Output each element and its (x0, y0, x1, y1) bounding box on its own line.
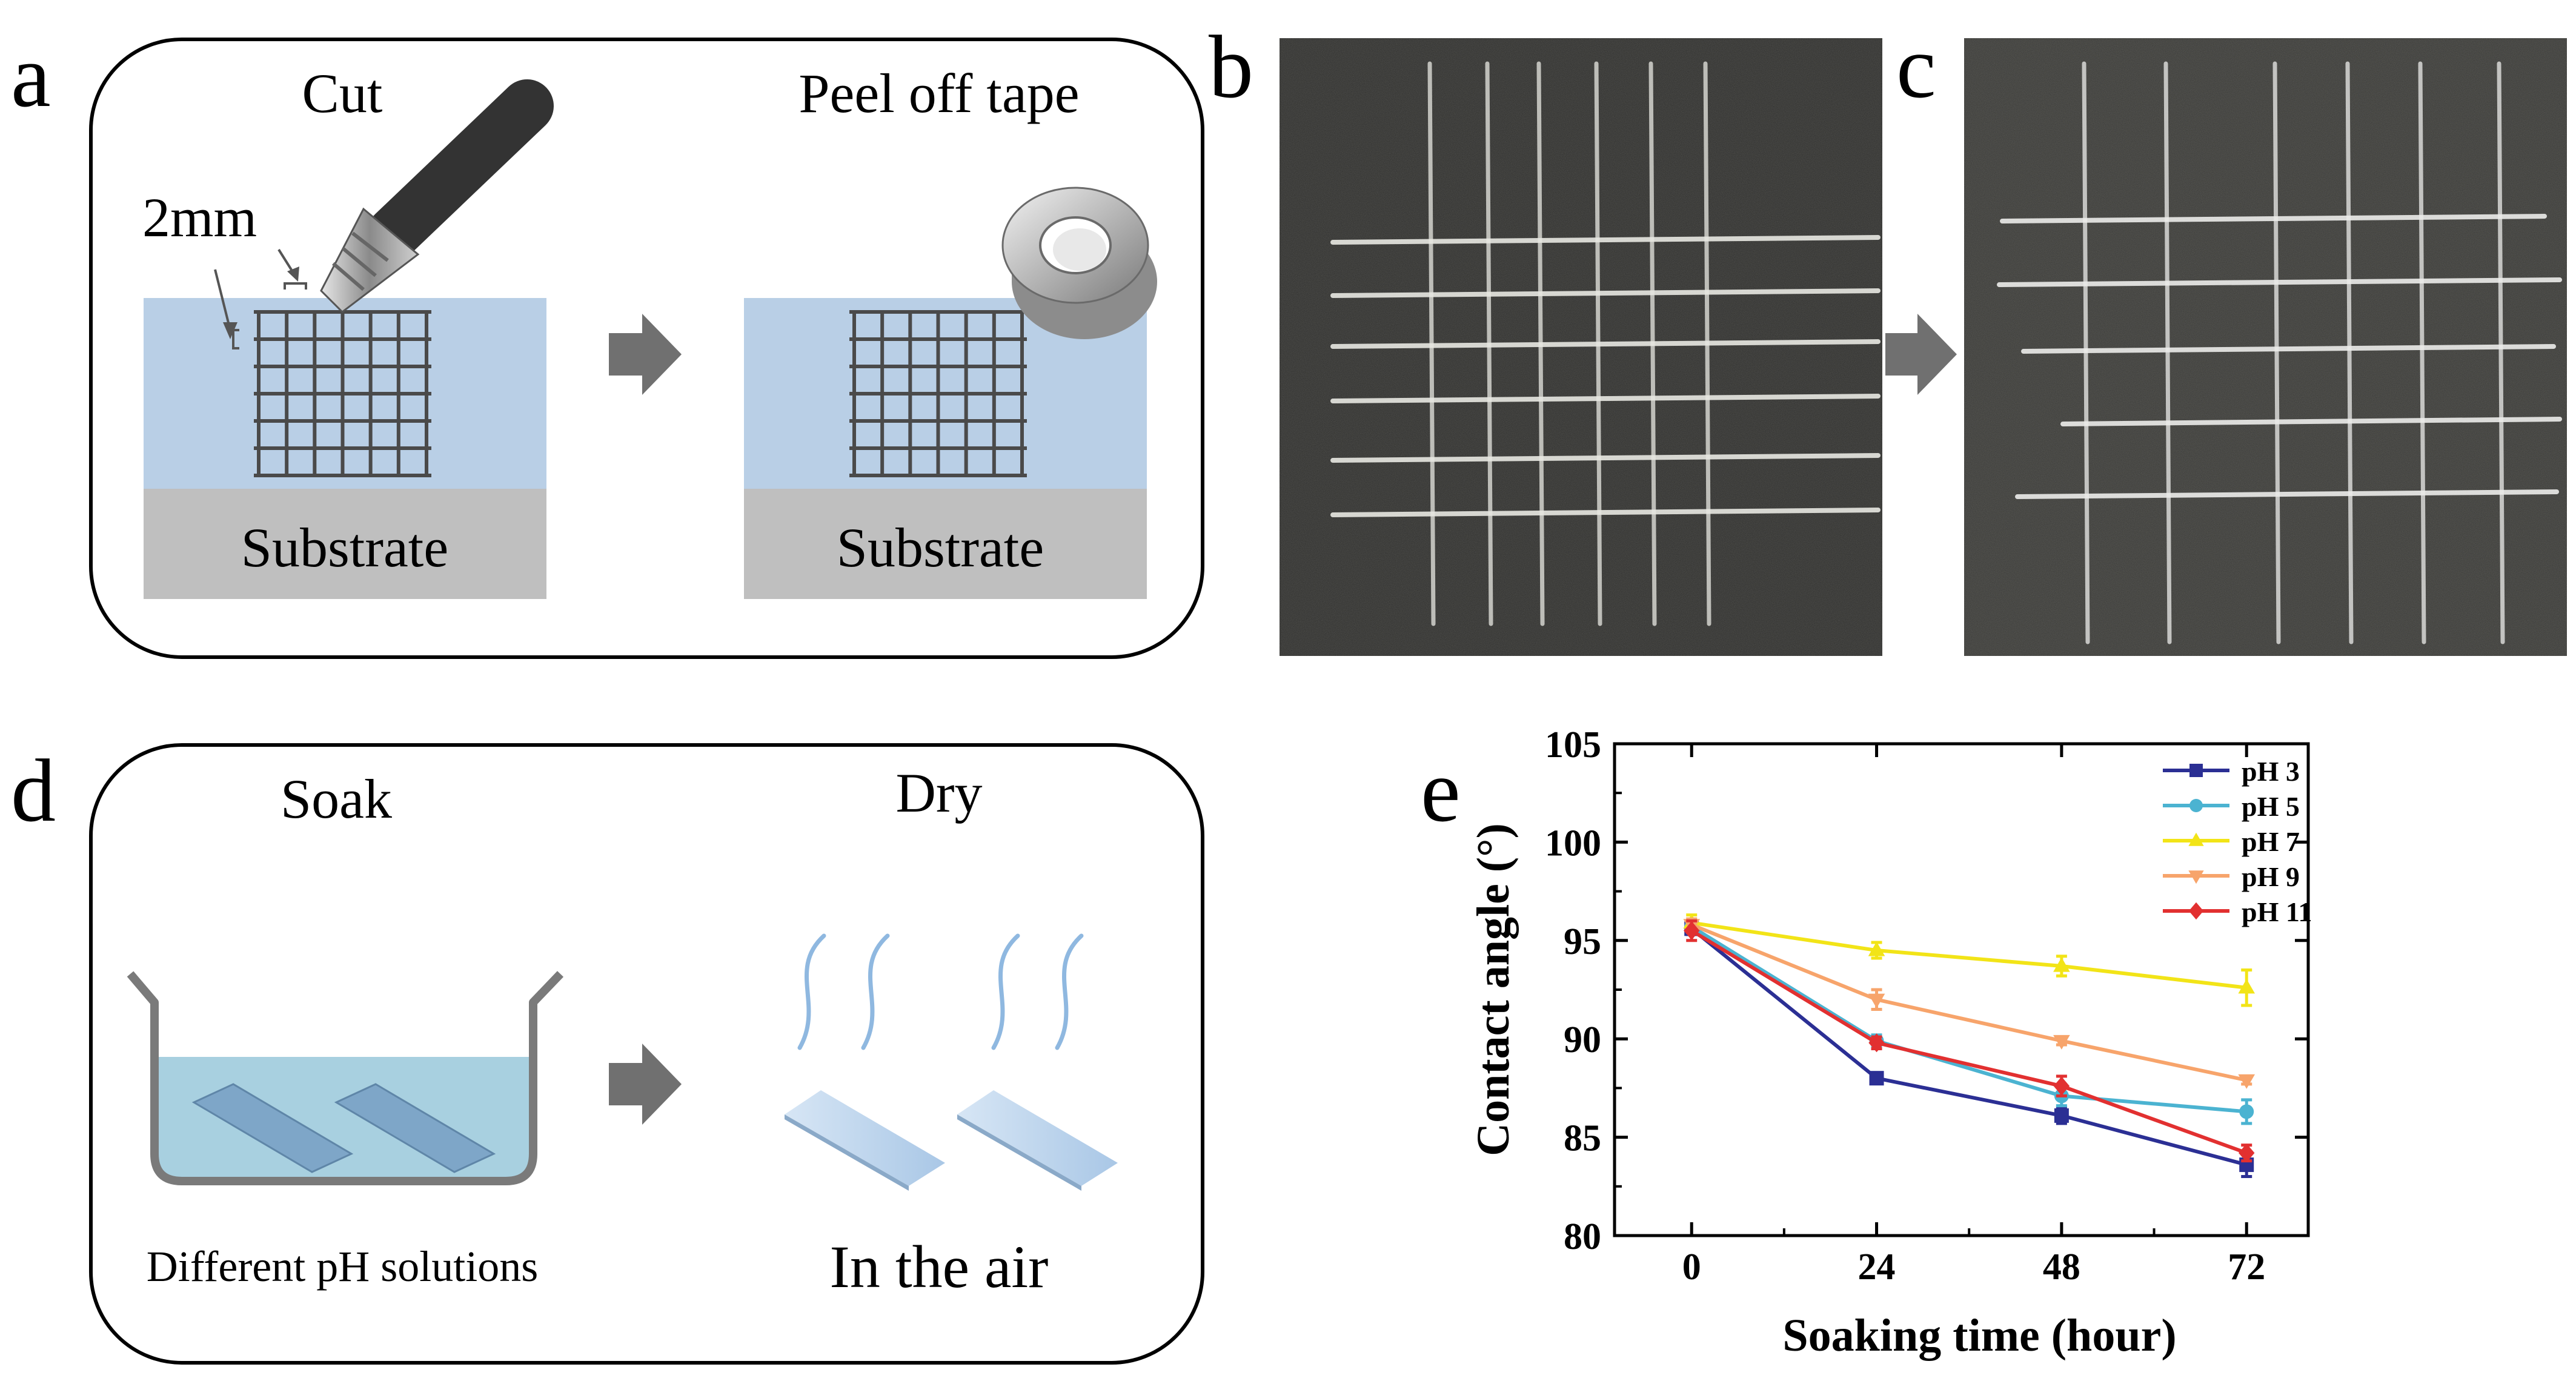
series-line (1691, 921, 2247, 990)
scratch-line (2272, 61, 2281, 644)
dry-caption: In the air (830, 1233, 1049, 1300)
tape-roll-icon (1001, 187, 1157, 339)
series-line (1691, 923, 2247, 1082)
scratch-line (2021, 344, 2556, 354)
data-point (2053, 1034, 2070, 1050)
data-point (1868, 941, 1885, 956)
scratch-line (2060, 417, 2562, 426)
scratch-line (2418, 61, 2426, 644)
data-point (2054, 1108, 2069, 1123)
scratch-line (2015, 489, 2559, 499)
data-point (1868, 1033, 1885, 1053)
cutter-knife-icon (320, 79, 554, 313)
x-tick-label: 24 (1858, 1246, 1896, 1288)
y-tick-label: 100 (1545, 823, 1601, 864)
scratch-line (1330, 508, 1881, 517)
peel-title: Peel off tape (798, 62, 1079, 124)
substrate-block-peel (744, 489, 1147, 599)
x-tick-label: 72 (2228, 1246, 2265, 1288)
data-point (2239, 1143, 2255, 1163)
submerged-slide (334, 1083, 496, 1173)
legend-entry: pH 9 (2242, 861, 2300, 892)
data-point (2188, 870, 2204, 884)
series-line (1690, 925, 2247, 1114)
panel-a: a Cut Peel off tape Substrate 2mm (11, 27, 1204, 659)
panel-label-e: e (1421, 741, 1461, 841)
x-axis-label: Soaking time (hour) (1782, 1310, 2176, 1361)
scratch-line (1330, 339, 1881, 349)
data-point (2053, 1076, 2070, 1096)
spacing-label: 2mm (142, 187, 257, 248)
crosshatch-grid-cut (254, 310, 431, 477)
photo-c-scratch-grid (1997, 61, 2562, 644)
scratch-line (2163, 61, 2172, 644)
legend-entry: pH 11 (2242, 896, 2312, 927)
y-tick-label: 90 (1564, 1019, 1601, 1061)
scratch-line (1997, 277, 2562, 287)
beaker-icon (127, 971, 564, 1185)
plot-frame (1613, 742, 2310, 1237)
legend: pH 3 pH 5 pH 7 pH 9 pH 11 (2163, 756, 2312, 927)
dry-title: Dry (895, 762, 982, 824)
soak-title: Soak (281, 768, 392, 830)
panel-label-c: c (1896, 18, 1936, 117)
data-point (2189, 799, 2203, 812)
crosshatch-grid-peel (849, 310, 1027, 477)
scratch-line (2000, 214, 2547, 223)
data-point (1869, 1071, 1884, 1086)
scratch-line (1330, 288, 1881, 298)
series-line (1690, 929, 2248, 1155)
data-point (1684, 921, 1700, 941)
scratch-line (2497, 61, 2505, 644)
data-point (2239, 1104, 2254, 1119)
x-tick-label: 48 (2043, 1246, 2080, 1288)
substrate-label-peel: Substrate (837, 517, 1044, 578)
arrow-right-icon (609, 314, 682, 395)
soak-caption: Different pH solutions (147, 1242, 539, 1291)
data-point (2238, 1074, 2256, 1089)
series-ph-11 (1684, 919, 2255, 1163)
panel-label-d: d (11, 741, 56, 841)
legend-entry: pH 5 (2242, 791, 2300, 822)
data-point (2238, 979, 2256, 994)
scratch-line (1330, 394, 1881, 403)
data-point (2189, 764, 2203, 777)
scratch-line (2345, 61, 2354, 644)
legend-entry: pH 3 (2242, 756, 2300, 787)
scratch-line (1330, 453, 1881, 463)
photo-b-scratch-grid (1330, 61, 1881, 626)
y-tick-label: 80 (1564, 1216, 1601, 1257)
substrate-label-cut: Substrate (241, 517, 448, 578)
drying-slides (785, 1090, 1118, 1191)
data-point (2188, 902, 2204, 920)
legend-entry: pH 7 (2242, 826, 2300, 857)
panel-c: c (1896, 18, 2567, 656)
arrow-right-icon (1885, 314, 1957, 395)
scratch-line (1330, 235, 1881, 245)
panel-d: d Soak Dry Different pH solutions In (11, 741, 1204, 1365)
y-axis-label: Contact angle (°) (1468, 823, 1519, 1156)
arrow-right-icon (609, 1044, 682, 1125)
vapor-waves-icon (797, 933, 1084, 1050)
submerged-slide (191, 1083, 354, 1173)
y-tick-label: 85 (1564, 1118, 1601, 1159)
substrate-block-cut (144, 489, 546, 599)
data-point (1868, 993, 1885, 1008)
x-tick-label: 0 (1682, 1246, 1701, 1288)
panel-label-a: a (11, 27, 51, 126)
spacing-callout (214, 248, 307, 349)
y-tick-label: 95 (1564, 921, 1601, 962)
data-point (2188, 832, 2204, 846)
y-tick-label: 105 (1545, 724, 1601, 766)
panel-label-b: b (1209, 18, 1253, 117)
data-point (2053, 957, 2070, 972)
series-line (1690, 927, 2247, 1167)
panel-b: b (1209, 18, 1882, 656)
cut-title: Cut (302, 62, 383, 124)
